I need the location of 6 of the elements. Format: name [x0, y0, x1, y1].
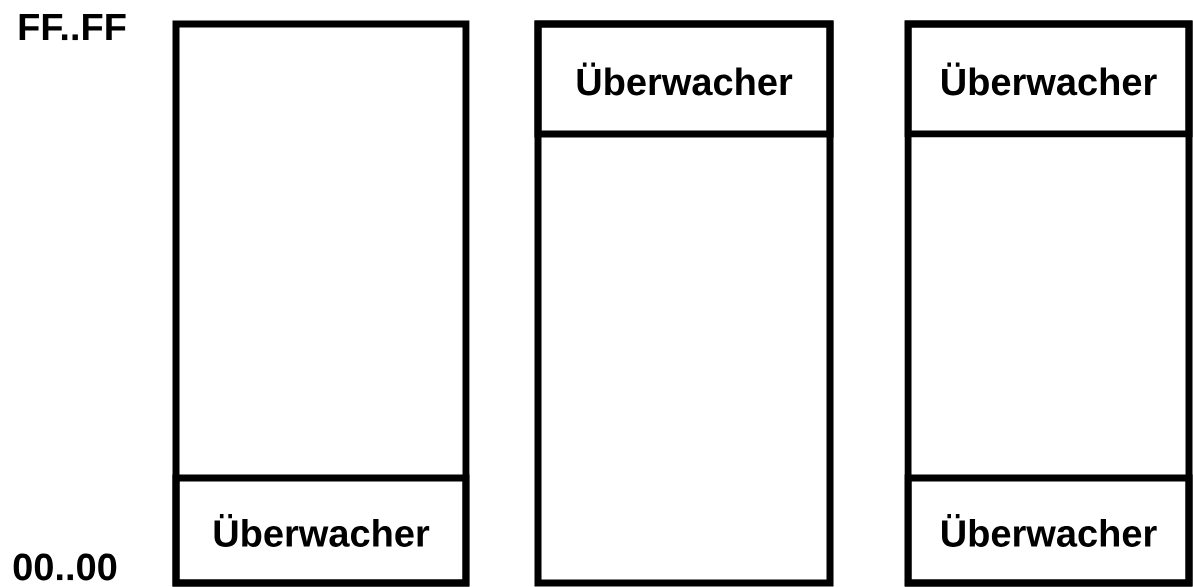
memory-section: Überwacher	[172, 474, 470, 587]
address-label: 00..00	[13, 553, 117, 581]
memory-section: Überwacher	[904, 20, 1193, 138]
memory-section: Überwacher	[904, 474, 1193, 587]
address-label: FF..FF	[19, 13, 126, 41]
memory-section: Überwacher	[534, 20, 834, 138]
